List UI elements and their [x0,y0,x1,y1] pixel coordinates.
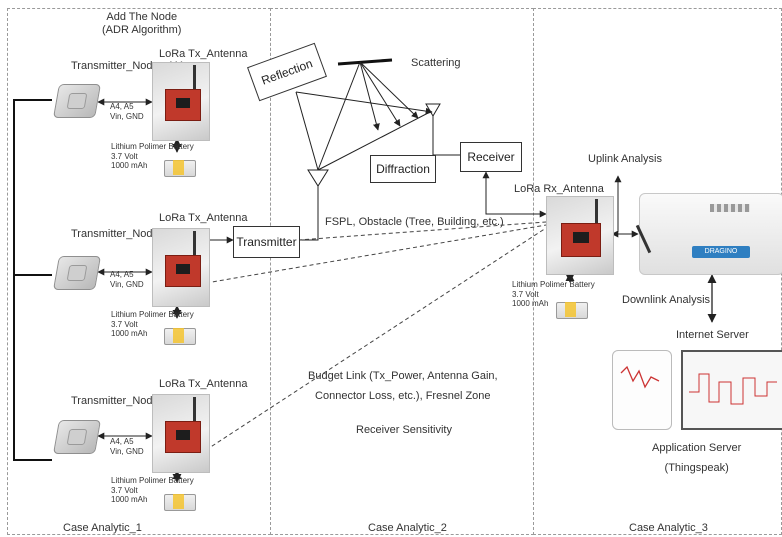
case-analytic-2-label: Case Analytic_2 [368,522,447,534]
downlink-analysis-label: Downlink Analysis [622,294,711,306]
add-node-label: Add The Node (ADR Algorithm) [102,11,182,36]
case-analytic-1-label: Case Analytic_1 [63,522,142,534]
node-112-photo [152,228,210,307]
battery-icon [556,302,588,319]
case-analytic-3-label: Case Analytic_3 [629,522,708,534]
scatterer-bar [337,58,393,66]
gateway-antenna-icon [635,224,652,254]
gps-bus-line [13,99,52,461]
phone-chart-icon [620,365,660,389]
diffraction-box: Diffraction [370,155,436,183]
rx-antenna-label: LoRa Rx_Antenna [514,183,604,195]
scattering-label: Scattering [411,57,461,69]
node-111-pins: A4, A5 Vin, GND [110,102,144,121]
gps-module-icon [53,256,101,290]
node-112-pins: A4, A5 Vin, GND [110,270,144,289]
application-server-label: Application Server (Thingspeak) [652,442,742,474]
gps-module-icon [53,84,101,118]
node-111-tx-antenna-label: LoRa Tx_Antenna [159,48,248,60]
gps-module-icon [53,420,101,454]
node-111-battery-label: Lithium Polimer Battery 3.7 Volt 1000 mA… [111,142,194,171]
receiver-sensitivity-label: Receiver Sensitivity [356,424,452,436]
node-111-photo [152,62,210,141]
receiver-box: Receiver [460,142,522,172]
antenna-icon [193,65,196,93]
gateway-device: DRAGINO [635,193,782,275]
rx-battery-label: Lithium Polimer Battery 3.7 Volt 1000 mA… [512,280,595,309]
battery-icon [164,328,196,345]
lora-board-icon [165,421,201,453]
node-113-tx-antenna-label: LoRa Tx_Antenna [159,378,248,390]
rx-node-photo [546,196,614,275]
node-112-battery-label: Lithium Polimer Battery 3.7 Volt 1000 mA… [111,310,194,339]
battery-icon [164,494,196,511]
antenna-icon [595,199,598,227]
antenna-icon [193,397,196,425]
transmitter-box: Transmitter [233,226,300,258]
phone-image [612,350,672,430]
budget-link-label: Budget Link (Tx_Power, Antenna Gain, Con… [308,370,498,402]
lora-board-icon [561,223,601,257]
internet-server-label: Internet Server [676,329,749,341]
node-113-photo [152,394,210,473]
lora-board-icon [165,255,201,287]
node-113-battery-label: Lithium Polimer Battery 3.7 Volt 1000 mA… [111,476,194,505]
node-112-tx-antenna-label: LoRa Tx_Antenna [159,212,248,224]
lora-board-icon [165,89,201,121]
battery-icon [164,160,196,177]
gateway-led-row [710,204,750,212]
antenna-icon [193,231,196,259]
uplink-analysis-label: Uplink Analysis [588,153,662,165]
fspl-label: FSPL, Obstacle (Tree, Building, etc.) [325,216,504,228]
laptop-chart-icon [689,373,777,405]
laptop-image [681,350,782,430]
gateway-logo: DRAGINO [692,246,750,258]
node-113-pins: A4, A5 Vin, GND [110,437,144,456]
